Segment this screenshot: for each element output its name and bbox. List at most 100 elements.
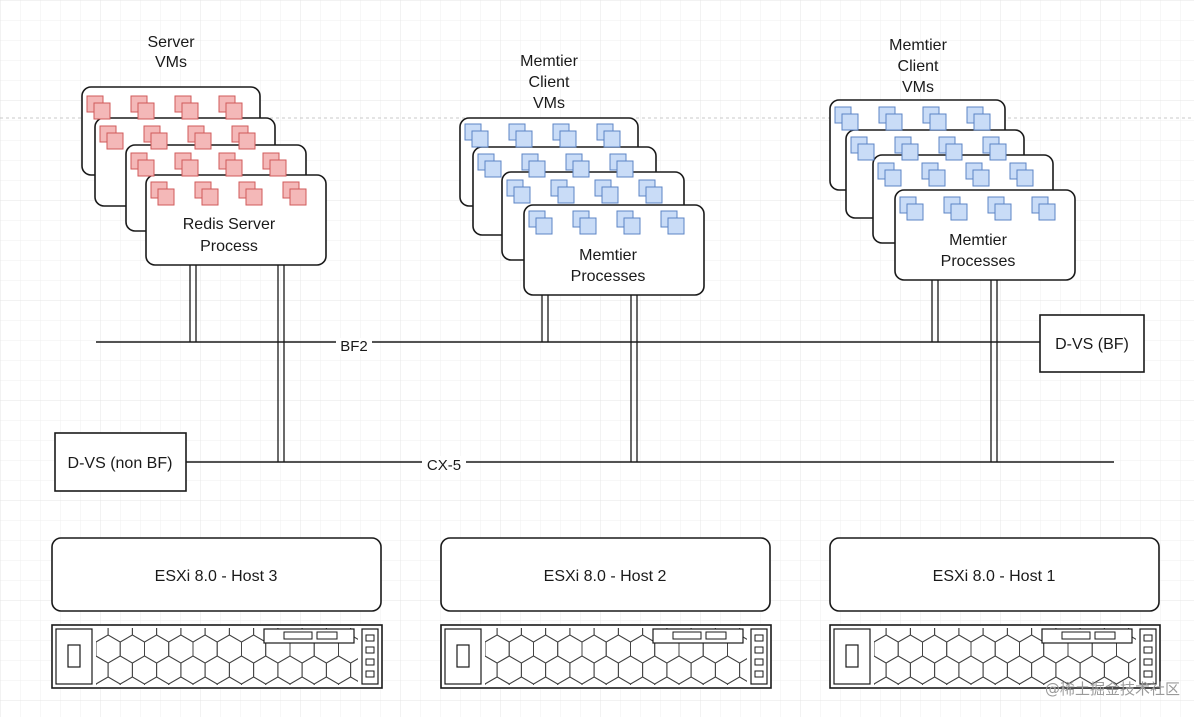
process-square [857, 143, 875, 161]
hex-cell [970, 676, 996, 685]
uplinks [189, 265, 998, 462]
process-square [528, 160, 546, 178]
bf2-label-bg [336, 338, 372, 354]
process-square [201, 188, 219, 206]
client2-vm-stack: Memtier Processes [459, 117, 705, 296]
hex-cell [678, 676, 704, 685]
hex-cell [96, 676, 121, 685]
client1-process-squares [834, 106, 1056, 221]
hex-cell [702, 676, 728, 685]
hex-cell [241, 676, 267, 685]
process-square [603, 130, 621, 148]
chassis-led [1143, 670, 1153, 678]
chassis-led [754, 658, 764, 666]
client1-vm-front[interactable] [894, 189, 1076, 281]
control-panel-slot [1061, 631, 1091, 640]
process-square [238, 132, 256, 150]
chassis-left-port [67, 644, 81, 668]
hex-cell [168, 676, 194, 685]
control-panel [652, 628, 744, 644]
hex-cell [654, 676, 680, 685]
process-square [929, 113, 947, 131]
process-square [972, 169, 990, 187]
esxi-host3-box[interactable] [51, 537, 382, 612]
hex-cell [1019, 676, 1045, 685]
bf2-label: BF2 [340, 338, 368, 355]
process-square [667, 217, 685, 235]
process-square [1016, 169, 1034, 187]
server-hardware-host2 [440, 624, 772, 689]
process-square [579, 217, 597, 235]
process-square [885, 113, 903, 131]
process-square [841, 113, 859, 131]
dvs-non-bf-box[interactable] [54, 432, 187, 492]
process-square [150, 132, 168, 150]
process-square [559, 130, 577, 148]
process-square [515, 130, 533, 148]
hex-cell [144, 676, 170, 685]
process-square [106, 132, 124, 150]
cx5-label: CX-5 [427, 457, 461, 474]
dvs-bf-box[interactable] [1039, 314, 1145, 373]
chassis-led [754, 670, 764, 678]
hex-cell [313, 676, 339, 685]
process-square [994, 203, 1012, 221]
process-square [950, 203, 968, 221]
hex-cell [119, 676, 145, 685]
chassis-right-ear [361, 628, 379, 685]
chassis-right-ear [750, 628, 768, 685]
client1-label-line1: Memtier [889, 37, 947, 54]
hex-cell [265, 676, 291, 685]
redis-process-squares [86, 95, 307, 206]
process-square [989, 143, 1007, 161]
chassis-left-port [456, 644, 470, 668]
process-square [181, 102, 199, 120]
client1-vm-stack: Memtier Processes [829, 99, 1076, 281]
chassis-led [1143, 634, 1153, 642]
control-panel-button [316, 631, 338, 640]
redis-server-label-line1: Redis Server [183, 216, 276, 233]
process-square [225, 102, 243, 120]
hex-cell [1116, 676, 1136, 685]
server-hardware-host3 [51, 624, 383, 689]
esxi-host2-label: ESXi 8.0 - Host 2 [544, 568, 667, 585]
cx5-label-bg [422, 456, 466, 472]
client2-front-label-line1: Memtier [579, 247, 637, 264]
process-square [137, 159, 155, 177]
esxi-host2-box[interactable] [440, 537, 771, 612]
client2-front-label-line2: Processes [571, 268, 646, 285]
process-square [471, 130, 489, 148]
client2-vm-front[interactable] [523, 204, 705, 296]
esxi-host1-box[interactable] [829, 537, 1160, 612]
hex-cell [897, 676, 923, 685]
client1-front-label-line1: Memtier [949, 232, 1007, 249]
server-vms-label-line2: VMs [155, 54, 187, 71]
dvs-bf-label: D-VS (BF) [1055, 336, 1129, 353]
chassis-left-ear [444, 628, 482, 685]
hex-cell [994, 676, 1020, 685]
chassis-led [1143, 646, 1153, 654]
process-square [269, 159, 287, 177]
chassis-led [365, 670, 375, 678]
control-panel-slot [672, 631, 702, 640]
dvs-non-bf-label: D-VS (non BF) [68, 455, 173, 472]
process-square [557, 186, 575, 204]
process-square [157, 188, 175, 206]
hex-cell [605, 676, 631, 685]
server-hardware-host1 [829, 624, 1161, 689]
process-square [1038, 203, 1056, 221]
control-panel-button [1094, 631, 1116, 640]
hex-cell [192, 676, 218, 685]
hex-cell [727, 676, 747, 685]
chassis-led [1143, 658, 1153, 666]
process-square [194, 132, 212, 150]
hex-cell [581, 676, 607, 685]
control-panel-slot [283, 631, 313, 640]
process-square [137, 102, 155, 120]
process-square [535, 217, 553, 235]
process-square [623, 217, 641, 235]
client1-front-label-line2: Processes [941, 253, 1016, 270]
watermark-text: @稀土掘金技术社区 [1045, 680, 1180, 698]
client2-label-line2: Client [529, 74, 570, 91]
chassis-right-ear [1139, 628, 1157, 685]
